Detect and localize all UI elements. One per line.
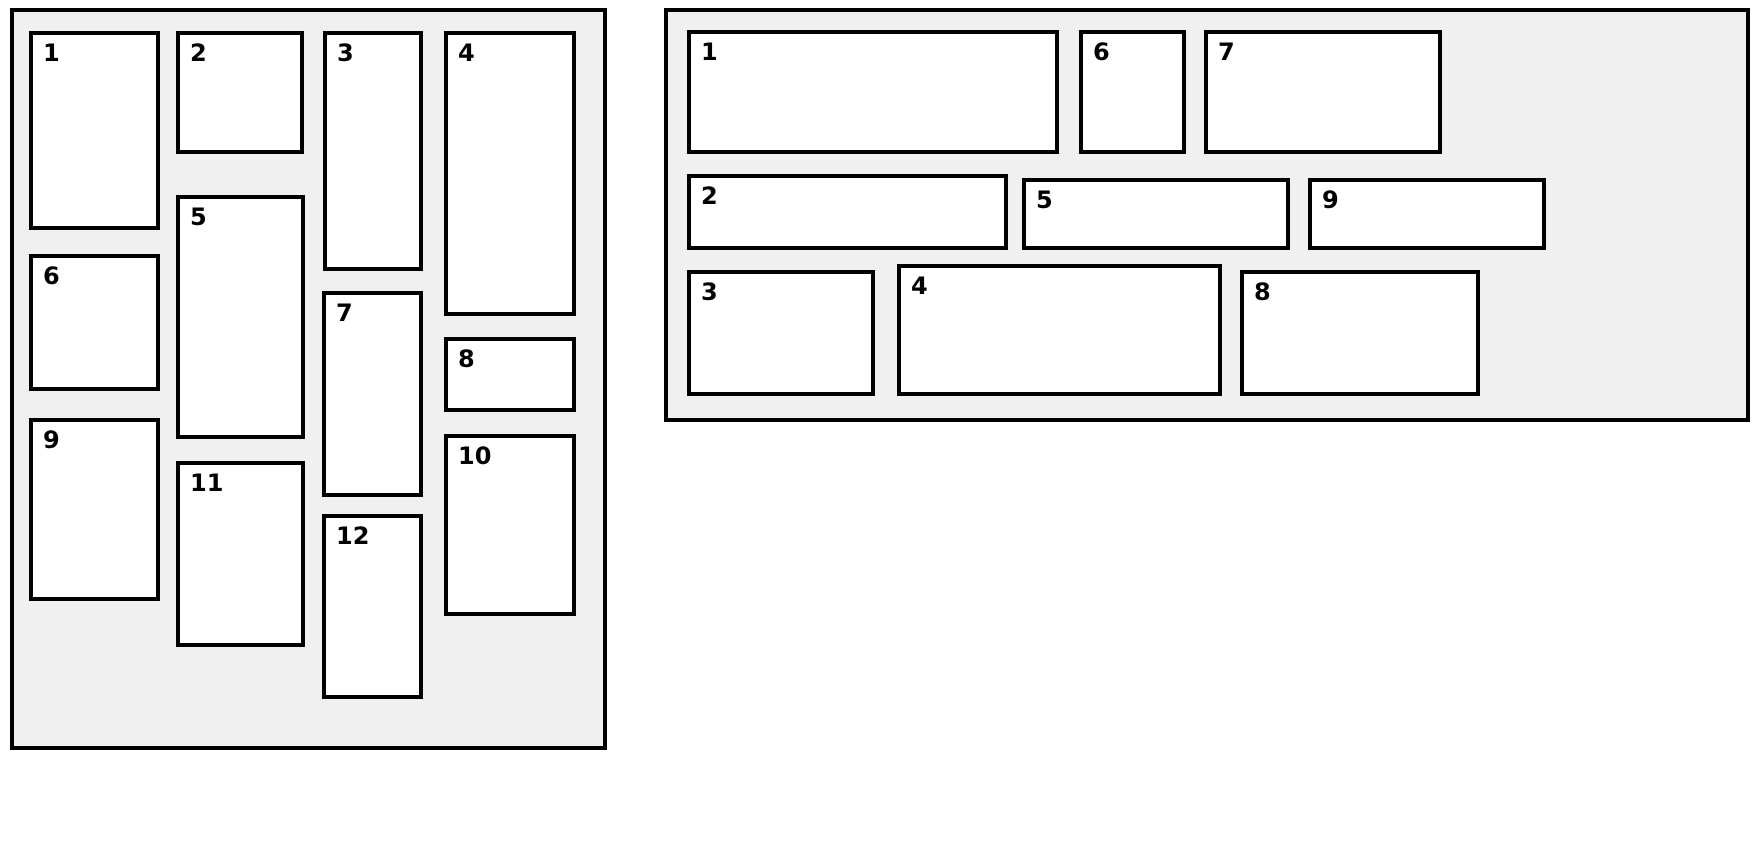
box-label: 7	[336, 299, 353, 327]
box-label: 2	[701, 182, 718, 210]
box-label: 6	[1093, 38, 1110, 66]
packed-box[interactable]: 5	[176, 195, 305, 439]
packed-box[interactable]: 4	[444, 31, 576, 316]
packed-box[interactable]: 7	[322, 291, 423, 497]
packed-box[interactable]: 9	[1308, 178, 1546, 250]
box-label: 8	[1254, 278, 1271, 306]
packed-box[interactable]: 3	[323, 31, 423, 271]
packed-box[interactable]: 11	[176, 461, 305, 647]
packed-box[interactable]: 8	[444, 337, 576, 412]
packed-box[interactable]: 6	[1079, 30, 1186, 154]
packed-box[interactable]: 1	[687, 30, 1059, 154]
box-label: 7	[1218, 38, 1235, 66]
packed-box[interactable]: 12	[322, 514, 423, 699]
box-label: 1	[43, 39, 60, 67]
box-label: 3	[701, 278, 718, 306]
packed-box[interactable]: 2	[176, 31, 304, 154]
box-label: 1	[701, 38, 718, 66]
packed-box[interactable]: 3	[687, 270, 875, 396]
box-label: 10	[458, 442, 492, 470]
box-label: 6	[43, 262, 60, 290]
box-label: 2	[190, 39, 207, 67]
box-label: 5	[190, 203, 207, 231]
packed-box[interactable]: 10	[444, 434, 576, 616]
packed-box[interactable]: 7	[1204, 30, 1442, 154]
box-label: 9	[43, 426, 60, 454]
packed-box[interactable]: 9	[29, 418, 160, 601]
packed-box[interactable]: 6	[29, 254, 160, 391]
packed-box[interactable]: 2	[687, 174, 1008, 250]
packed-box[interactable]: 8	[1240, 270, 1480, 396]
box-label: 4	[911, 272, 928, 300]
box-label: 12	[336, 522, 370, 550]
box-label: 3	[337, 39, 354, 67]
box-label: 9	[1322, 186, 1339, 214]
box-label: 4	[458, 39, 475, 67]
packed-box[interactable]: 4	[897, 264, 1222, 396]
box-label: 11	[190, 469, 224, 497]
box-label: 8	[458, 345, 475, 373]
packed-box[interactable]: 5	[1022, 178, 1290, 250]
packed-box[interactable]: 1	[29, 31, 160, 230]
box-label: 5	[1036, 186, 1053, 214]
